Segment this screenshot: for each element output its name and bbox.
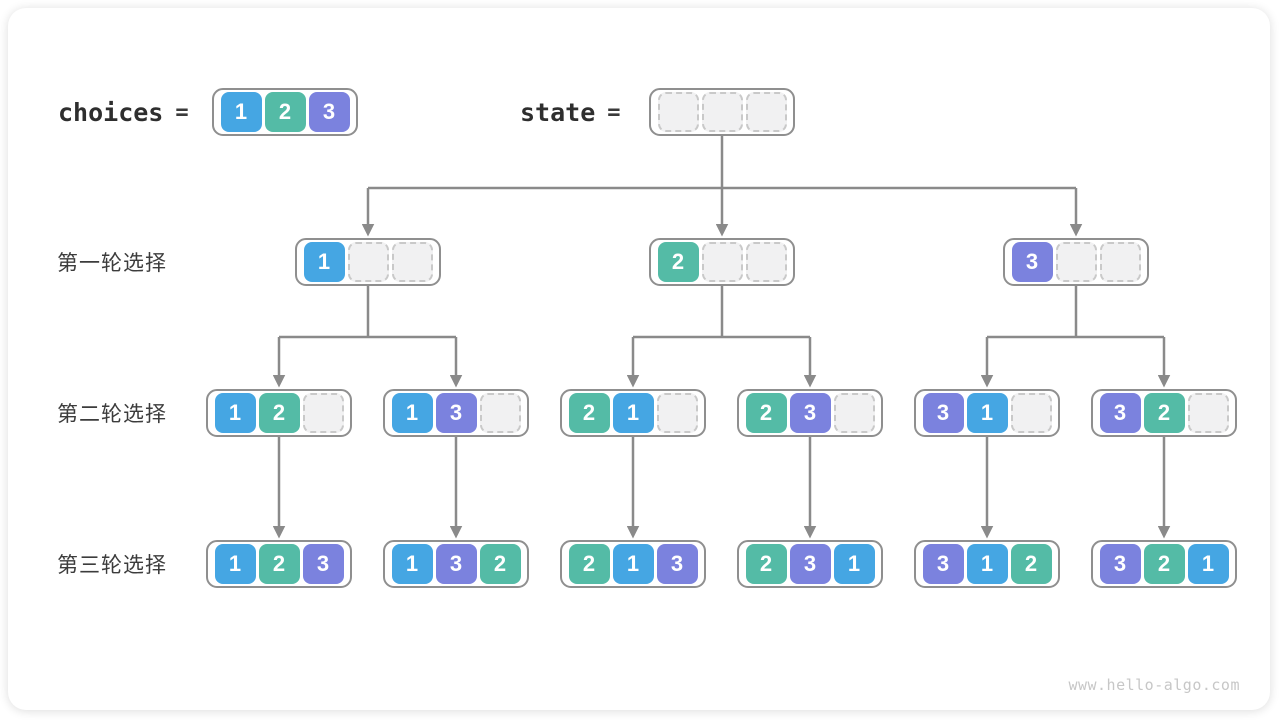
state-array [649,88,795,136]
value-cell: 2 [264,92,306,132]
watermark: www.hello-algo.com [1068,676,1240,694]
empty-cell [347,242,389,282]
value-cell: 3 [435,544,477,584]
value-cell: 2 [568,393,610,433]
empty-cell [701,242,743,282]
value-cell: 3 [1099,393,1141,433]
choices-variable-name: choices [58,97,164,127]
value-cell: 2 [1143,544,1185,584]
empty-cell [479,393,521,433]
value-cell: 1 [214,544,256,584]
value-cell: 1 [966,544,1008,584]
value-cell: 1 [966,393,1008,433]
choices-equals-sign: = [175,99,189,125]
empty-cell [302,393,344,433]
value-cell: 1 [833,544,875,584]
value-cell: 3 [1099,544,1141,584]
empty-cell [745,92,787,132]
value-cell: 1 [303,242,345,282]
value-cell: 2 [479,544,521,584]
empty-cell [391,242,433,282]
row-label-3: 第三轮选择 [57,554,167,577]
value-cell: 1 [220,92,262,132]
value-cell: 3 [922,544,964,584]
state-equals-sign: = [607,99,621,125]
value-cell: 3 [1011,242,1053,282]
value-cell: 1 [1187,544,1229,584]
array-node-r1-1: 1 [295,238,441,286]
value-cell: 2 [258,544,300,584]
choices-label: choices = [58,88,189,136]
row-label-2: 第二轮选择 [57,403,167,426]
value-cell: 1 [612,393,654,433]
value-cell: 3 [789,544,831,584]
array-node-r1-3: 3 [1003,238,1149,286]
value-cell: 1 [391,544,433,584]
empty-cell [1010,393,1052,433]
value-cell: 2 [745,393,787,433]
value-cell: 3 [308,92,350,132]
value-cell: 3 [789,393,831,433]
value-cell: 2 [1143,393,1185,433]
value-cell: 1 [214,393,256,433]
diagram-card [8,8,1270,710]
state-label: state = [520,88,621,136]
value-cell: 3 [435,393,477,433]
value-cell: 2 [745,544,787,584]
empty-cell [656,393,698,433]
value-cell: 2 [1010,544,1052,584]
value-cell: 3 [922,393,964,433]
empty-cell [745,242,787,282]
empty-cell [1099,242,1141,282]
row-label-1: 第一轮选择 [57,252,167,275]
value-cell: 2 [258,393,300,433]
empty-cell [1187,393,1229,433]
value-cell: 1 [612,544,654,584]
empty-cell [657,92,699,132]
value-cell: 3 [656,544,698,584]
value-cell: 1 [391,393,433,433]
empty-cell [833,393,875,433]
value-cell: 2 [657,242,699,282]
array-node-r1-2: 2 [649,238,795,286]
state-variable-name: state [520,97,596,127]
empty-cell [1055,242,1097,282]
empty-cell [701,92,743,132]
value-cell: 2 [568,544,610,584]
value-cell: 3 [302,544,344,584]
